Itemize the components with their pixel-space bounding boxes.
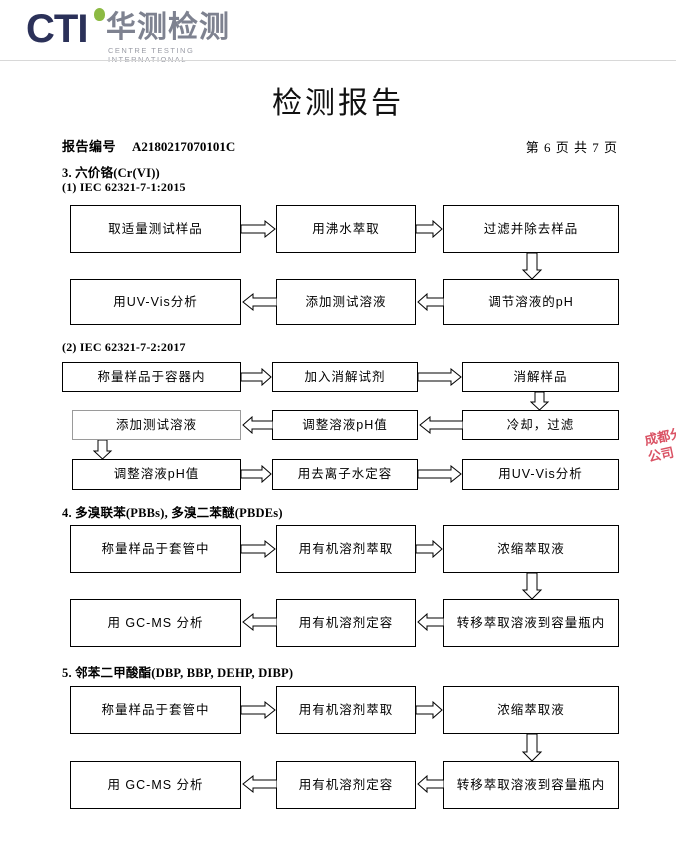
arrow-right-icon: [241, 465, 273, 483]
report-number: 报告编号 A2180217070101C: [62, 136, 235, 155]
flow-box-4-3: 浓缩萃取液: [443, 525, 619, 573]
arrow-right-icon: [418, 368, 463, 386]
flow-box-5-3: 浓缩萃取液: [443, 686, 619, 734]
report-number-value: A2180217070101C: [132, 139, 236, 154]
arrow-left-icon: [418, 416, 463, 434]
flow-box-4-6: 用 GC-MS 分析: [70, 599, 241, 647]
flow-box-5-1: 称量样品于套管中: [70, 686, 241, 734]
flow-box-3-1-2: 用沸水萃取: [276, 205, 416, 253]
flow-box-4-1: 称量样品于套管中: [70, 525, 241, 573]
header-divider: [0, 60, 676, 61]
arrow-left-icon: [416, 774, 444, 794]
company-logo: CTI 华测检测 CENTRE TESTING INTERNATIONAL: [26, 7, 258, 64]
logo-chinese-name: 华测检测: [106, 11, 230, 44]
arrow-right-icon: [241, 368, 273, 386]
logo-cti-text: CTI: [26, 7, 88, 51]
arrow-right-icon: [416, 539, 444, 559]
subsection-heading-3-2: (2) IEC 62321-7-2:2017: [62, 340, 186, 354]
arrow-right-icon: [241, 219, 277, 239]
arrow-right-icon: [241, 539, 277, 559]
section-heading-4: 4. 多溴联苯(PBBs), 多溴二苯醚(PBDEs): [62, 506, 283, 520]
arrow-left-icon: [241, 774, 277, 794]
arrow-down-icon: [93, 440, 113, 460]
arrow-right-icon: [416, 700, 444, 720]
arrow-down-icon: [530, 392, 550, 411]
flow-box-3-2-4: 冷却，过滤: [462, 410, 619, 440]
arrow-right-icon: [416, 219, 444, 239]
page-title: 检测报告: [272, 87, 404, 120]
flow-box-4-5: 用有机溶剂定容: [276, 599, 416, 647]
flow-box-3-1-5: 添加测试溶液: [276, 279, 416, 325]
flow-box-5-2: 用有机溶剂萃取: [276, 686, 416, 734]
flow-box-3-2-7: 调整溶液pH值: [72, 459, 241, 490]
flow-box-3-2-8: 用去离子水定容: [272, 459, 418, 490]
arrow-down-icon: [521, 253, 543, 280]
flow-box-3-2-6: 添加测试溶液: [72, 410, 241, 440]
arrow-down-icon: [521, 734, 543, 762]
logo-tagline: CENTRE TESTING INTERNATIONAL: [108, 46, 195, 64]
flow-box-3-2-1: 称量样品于容器内: [62, 362, 241, 392]
arrow-left-icon: [241, 292, 277, 312]
flow-box-3-2-2: 加入消解试剂: [272, 362, 418, 392]
page-indicator: 第 6 页 共 7 页: [525, 140, 618, 155]
section-heading-3: 3. 六价铬(Cr(VI)): [62, 166, 160, 180]
arrow-left-icon: [416, 292, 444, 312]
arrow-left-icon: [241, 416, 273, 434]
flow-box-5-4: 转移萃取溶液到容量瓶内: [443, 761, 619, 809]
section-heading-5: 5. 邻苯二甲酸酯(DBP, BBP, DEHP, DIBP): [62, 666, 294, 680]
flow-box-3-2-5: 调整溶液pH值: [272, 410, 418, 440]
logo-green-dot-icon: [94, 8, 105, 21]
flow-box-4-4: 转移萃取溶液到容量瓶内: [443, 599, 619, 647]
flow-box-5-5: 用有机溶剂定容: [276, 761, 416, 809]
arrow-down-icon: [521, 573, 543, 600]
flow-box-3-1-6: 用UV-Vis分析: [70, 279, 241, 325]
flow-box-4-2: 用有机溶剂萃取: [276, 525, 416, 573]
arrow-right-icon: [418, 465, 463, 483]
flow-box-3-1-4: 调节溶液的pH: [443, 279, 619, 325]
subsection-heading-3-1: (1) IEC 62321-7-1:2015: [62, 180, 186, 194]
arrow-left-icon: [416, 612, 444, 632]
flow-box-3-1-3: 过滤并除去样品: [443, 205, 619, 253]
flow-box-3-2-9: 用UV-Vis分析: [462, 459, 619, 490]
report-number-label: 报告编号: [62, 139, 117, 154]
red-stamp-watermark: 成都分公司: [643, 425, 676, 465]
arrow-right-icon: [241, 700, 277, 720]
arrow-left-icon: [241, 612, 277, 632]
flow-box-3-2-3: 消解样品: [462, 362, 619, 392]
flow-box-5-6: 用 GC-MS 分析: [70, 761, 241, 809]
flow-box-3-1-1: 取适量测试样品: [70, 205, 241, 253]
